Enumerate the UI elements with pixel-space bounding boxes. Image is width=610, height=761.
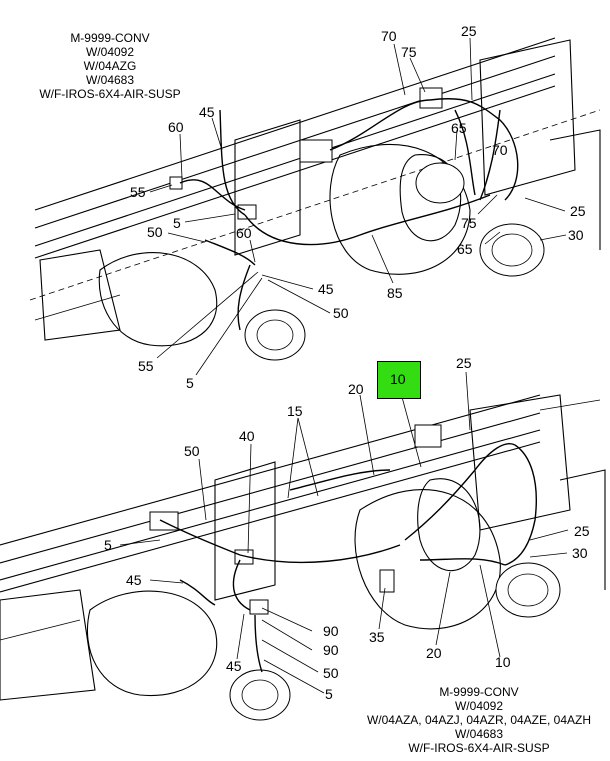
callout-label: 35 — [369, 629, 385, 645]
callout-label: 55 — [130, 184, 146, 200]
callout-label: 85 — [387, 285, 403, 301]
note-line: W/04683 — [454, 727, 504, 741]
note-line: W/04AZA, 04AZJ, 04AZR, 04AZE, 04AZH — [366, 713, 592, 727]
note-line: M-9999-CONV — [439, 685, 519, 699]
callout-label: 50 — [323, 665, 339, 681]
highlight-label: 10 — [390, 371, 406, 387]
highlight-box: 10 — [377, 361, 421, 399]
callout-label: 70 — [381, 28, 397, 44]
callout-label: 90 — [323, 623, 339, 639]
callout-label: 40 — [239, 428, 255, 444]
callout-label: 55 — [138, 358, 154, 374]
callout-label: 65 — [451, 120, 467, 136]
bottom-assembly — [0, 394, 606, 721]
callout-label: 90 — [323, 642, 339, 658]
callout-label: 30 — [572, 545, 588, 561]
callout-label: 5 — [173, 215, 181, 231]
callout-label: 60 — [236, 225, 252, 241]
leader-lines — [119, 37, 569, 694]
callout-label: 45 — [318, 281, 334, 297]
note-line: W/04092 — [454, 699, 504, 713]
note-line: W/F-IROS-6X4-AIR-SUSP — [408, 741, 550, 755]
callout-label: 65 — [457, 241, 473, 257]
callout-label: 5 — [325, 686, 333, 702]
callout-label: 5 — [186, 375, 194, 391]
bottom-applicability-note: M-9999-CONV W/04092 W/04AZA, 04AZJ, 04AZ… — [350, 685, 608, 755]
note-line: M-9999-CONV — [70, 31, 150, 45]
callout-label: 70 — [492, 142, 508, 158]
note-line: W/04092 — [85, 45, 135, 59]
note-line: W/04683 — [85, 73, 135, 87]
callout-label: 75 — [461, 215, 477, 231]
callouts-top: 70 75 25 45 60 65 55 70 5 75 25 50 60 30… — [130, 23, 586, 391]
callout-label: 25 — [461, 23, 477, 39]
callout-label: 45 — [226, 658, 242, 674]
callout-label: 45 — [126, 572, 142, 588]
callout-label: 25 — [570, 203, 586, 219]
callout-label: 75 — [401, 44, 417, 60]
callout-label: 20 — [348, 381, 364, 397]
callout-label: 25 — [456, 355, 472, 371]
callouts-bottom: 25 20 15 40 50 25 5 30 45 90 35 20 90 10… — [104, 355, 590, 702]
callout-label: 15 — [287, 403, 303, 419]
callout-label: 50 — [147, 224, 163, 240]
callout-label: 30 — [568, 227, 584, 243]
callout-label: 50 — [333, 305, 349, 321]
callout-label: 25 — [574, 523, 590, 539]
top-applicability-note: M-9999-CONV W/04092 W/04AZG W/04683 W/F-… — [20, 31, 200, 101]
callout-label: 50 — [184, 443, 200, 459]
callout-label: 45 — [199, 104, 215, 120]
note-line: W/04AZG — [83, 59, 137, 73]
callout-label: 20 — [426, 645, 442, 661]
highlighted-part-callout[interactable]: 10 — [377, 361, 421, 399]
callout-label: 60 — [168, 119, 184, 135]
callout-label: 10 — [495, 654, 511, 670]
note-line: W/F-IROS-6X4-AIR-SUSP — [39, 87, 181, 101]
callout-label: 5 — [104, 537, 112, 553]
top-assembly — [29, 37, 601, 361]
